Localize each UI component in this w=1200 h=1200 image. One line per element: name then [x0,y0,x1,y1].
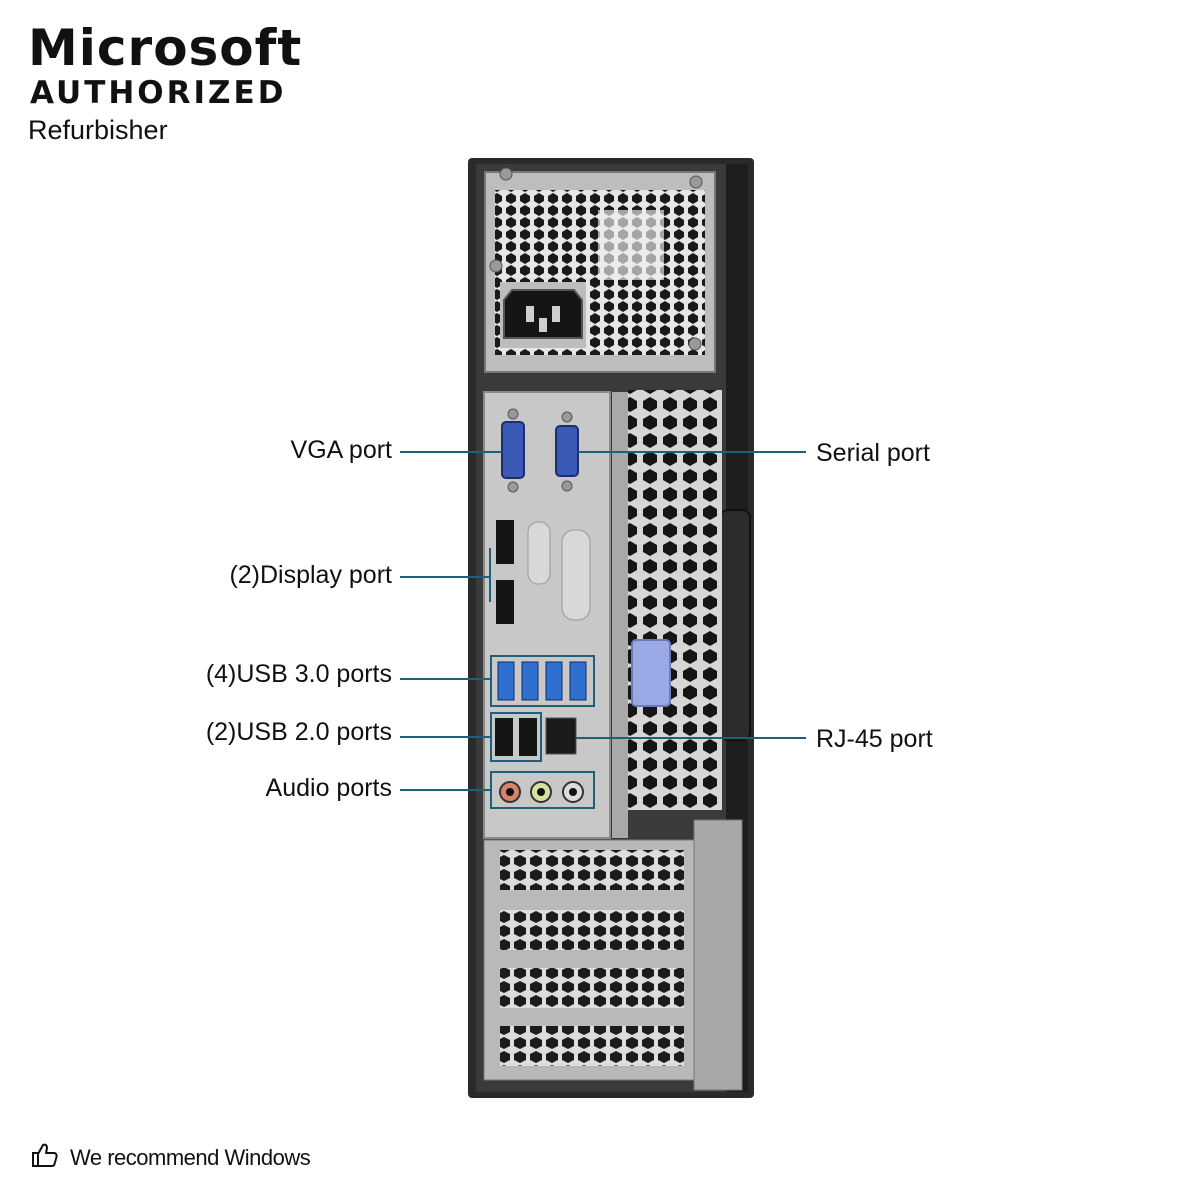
serial-port-label: Serial port [816,439,930,467]
badge-line-2: AUTHORIZED [30,75,287,111]
serial-port [555,411,579,492]
thumbs-up-icon [30,1140,60,1175]
badge-line-1: Microsoft [28,19,303,77]
chassis-vent [628,390,722,810]
badge-line-3: Refurbisher [28,115,168,145]
footer-text: We recommend Windows [70,1144,311,1170]
io-knockouts [527,521,591,621]
rj45-jack [545,717,577,755]
vga-port-label: VGA port [290,436,392,464]
audio-jacks [499,781,584,803]
vga-port [501,408,525,493]
expansion-slots [483,819,743,1091]
power-socket-icon [503,289,583,339]
power-supply [484,167,716,373]
usb2-ports-label: (2)USB 2.0 ports [205,718,392,746]
display-port-label: (2)Display port [229,561,392,589]
display-ports [496,520,514,624]
footer-recommend: We recommend Windows [30,1140,311,1175]
usb3-ports [497,661,587,701]
audio-ports-label: Audio ports [265,774,392,802]
microsoft-authorized-refurbisher-badge: Microsoft AUTHORIZED Refurbisher [28,20,302,150]
usb2-ports [495,718,537,756]
case-latch [631,639,671,707]
rj45-port-label: RJ-45 port [816,725,933,753]
callout-lines [400,451,806,791]
usb3-ports-label: (4)USB 3.0 ports [205,660,392,688]
